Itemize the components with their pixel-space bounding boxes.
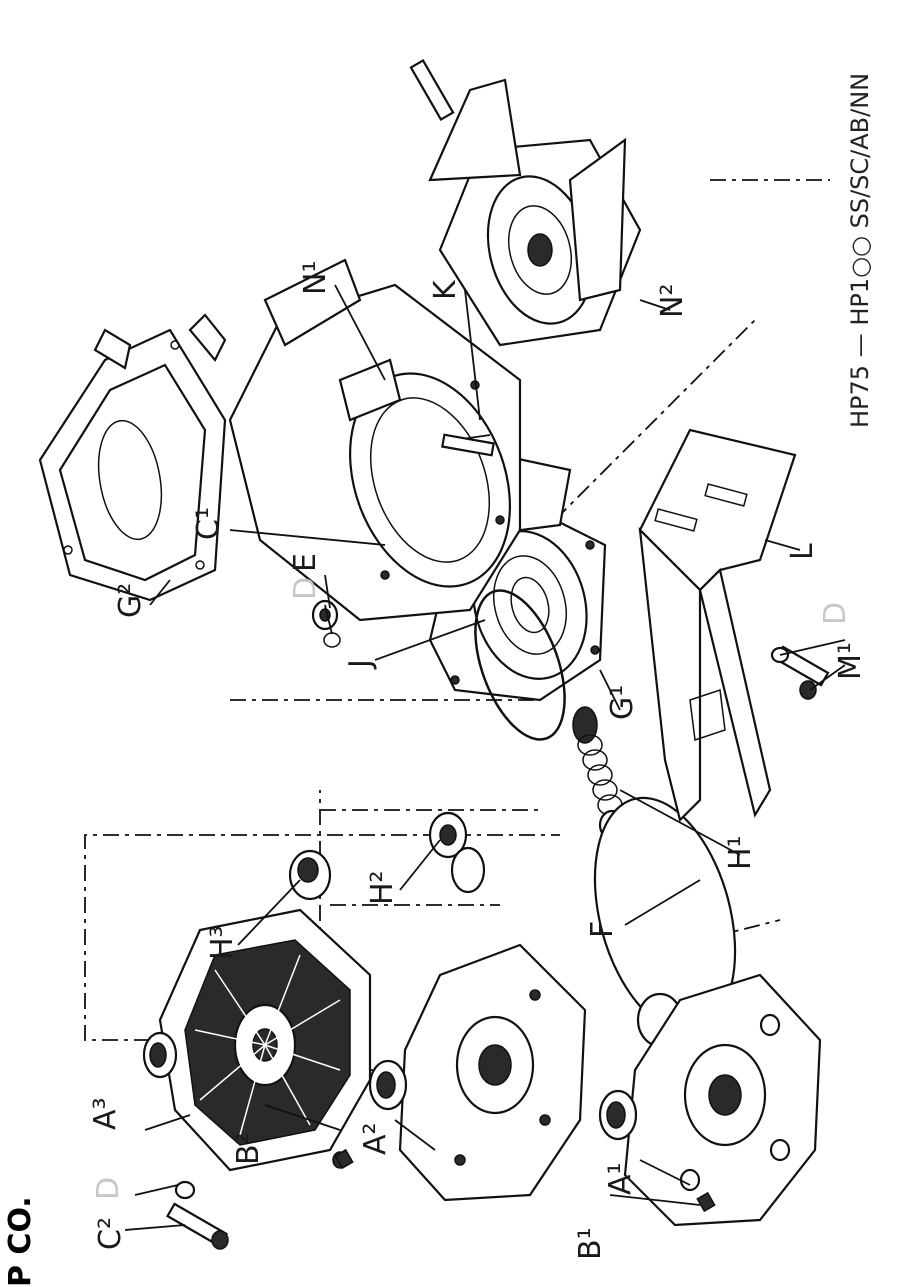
part-a1-pump-body <box>598 973 822 1227</box>
label-f: F <box>585 921 620 938</box>
part-j-oring <box>474 589 566 741</box>
label-a2: A² <box>358 1122 393 1155</box>
label-a3: A³ <box>88 1097 123 1130</box>
part-d-washer-lower-left <box>174 1180 196 1200</box>
part-k-shaft <box>441 433 495 457</box>
label-n1: N¹ <box>298 261 333 295</box>
part-e-nut <box>311 599 339 631</box>
part-h3-fitting <box>288 849 332 901</box>
company-logo-fragment: P CO. <box>3 1196 38 1287</box>
part-c2-bolt <box>166 1202 229 1250</box>
part-l-bracket <box>638 428 797 823</box>
part-h2-seal-seat <box>428 811 486 894</box>
label-h1: H¹ <box>723 835 758 870</box>
label-c2: C² <box>93 1217 128 1250</box>
label-m: M¹ <box>833 642 868 680</box>
part-b2-plug <box>334 1148 354 1170</box>
part-g2-adapter <box>38 313 227 602</box>
label-d-lower: D <box>91 1177 126 1200</box>
label-b2: B² <box>231 1132 266 1165</box>
callout-labels: A³ D C² B² A² A¹ B¹ H³ H² J D E C¹ G² G¹… <box>88 261 868 1260</box>
part-n2-shaft-adapter <box>409 59 642 347</box>
label-a1: A¹ <box>603 1162 638 1195</box>
part-b1-plug <box>696 1191 716 1213</box>
label-d-right: D <box>818 602 853 625</box>
label-n2: N² <box>655 284 690 318</box>
label-c1: C¹ <box>191 507 226 540</box>
label-l: L <box>785 543 820 560</box>
callout-leaders <box>124 284 846 1231</box>
part-d-washer-upper <box>323 632 341 648</box>
label-h2: H² <box>365 870 400 905</box>
label-k: K <box>428 279 463 300</box>
label-d-upper: D <box>288 577 323 600</box>
label-j: J <box>343 659 378 670</box>
label-h3: H³ <box>205 925 240 960</box>
label-g2: G² <box>113 583 148 618</box>
part-a3-pump-body <box>142 908 372 1172</box>
part-a2-pump-body <box>368 943 587 1202</box>
label-e: E <box>288 553 323 572</box>
label-g1: G¹ <box>605 685 640 720</box>
label-b1: B¹ <box>573 1227 608 1260</box>
model-designation: HP75 — HP1○○ SS/SC/AB/NN <box>846 73 874 428</box>
